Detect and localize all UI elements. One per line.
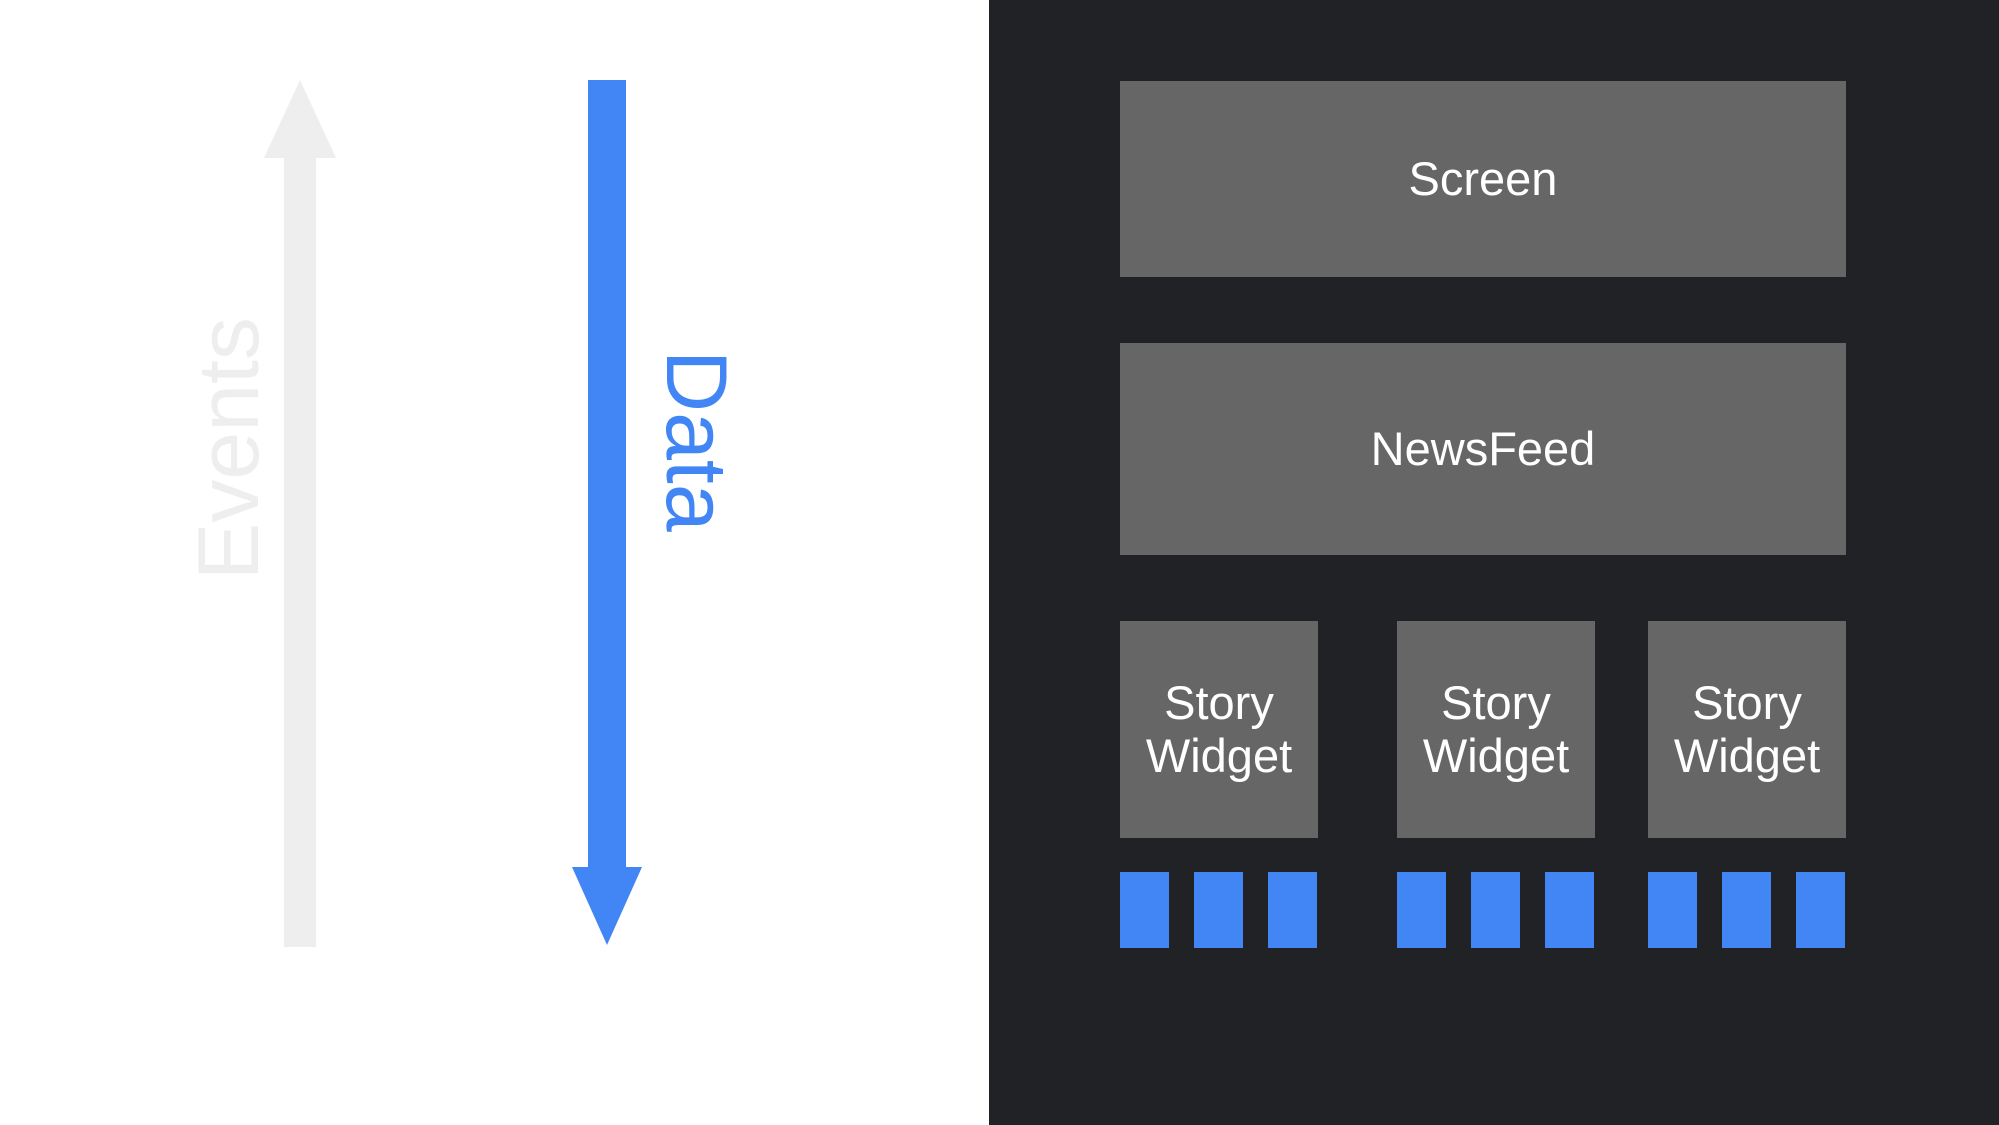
leaf-node[interactable] (1194, 872, 1243, 948)
leaf-node-row (989, 872, 1999, 948)
leaf-node[interactable] (1397, 872, 1446, 948)
node-screen[interactable]: Screen (1120, 81, 1846, 277)
node-story-widget-2[interactable]: Story Widget (1397, 621, 1595, 838)
node-story-widget-2-line1: Story (1441, 675, 1551, 729)
node-story-widget-1[interactable]: Story Widget (1120, 621, 1318, 838)
leaf-node[interactable] (1268, 872, 1317, 948)
data-label: Data (648, 350, 744, 532)
node-story-widget-2-label: Story Widget (1422, 675, 1570, 782)
node-screen-label: Screen (1408, 151, 1558, 205)
node-newsfeed[interactable]: NewsFeed (1120, 343, 1846, 555)
leaf-node[interactable] (1796, 872, 1845, 948)
node-newsfeed-label: NewsFeed (1370, 421, 1596, 475)
leaf-node[interactable] (1471, 872, 1520, 948)
node-story-widget-1-label: Story Widget (1145, 675, 1293, 782)
node-story-widget-2-line2: Widget (1422, 728, 1570, 782)
leaf-node[interactable] (1120, 872, 1169, 948)
node-story-widget-3-line1: Story (1692, 675, 1802, 729)
widget-tree-panel: Screen NewsFeed Story Widget Story Widge… (989, 0, 1999, 1125)
data-arrow-icon (572, 80, 642, 945)
leaf-node[interactable] (1722, 872, 1771, 948)
leaf-node[interactable] (1648, 872, 1697, 948)
node-story-widget-1-line1: Story (1164, 675, 1274, 729)
flow-legend-panel: Events Data (0, 0, 989, 1125)
node-story-widget-3[interactable]: Story Widget (1648, 621, 1846, 838)
events-arrow-icon (264, 80, 336, 947)
leaf-node[interactable] (1545, 872, 1594, 948)
node-story-widget-1-line2: Widget (1145, 728, 1293, 782)
events-label: Events (181, 317, 277, 580)
node-story-widget-3-label: Story Widget (1673, 675, 1821, 782)
node-story-widget-3-line2: Widget (1673, 728, 1821, 782)
